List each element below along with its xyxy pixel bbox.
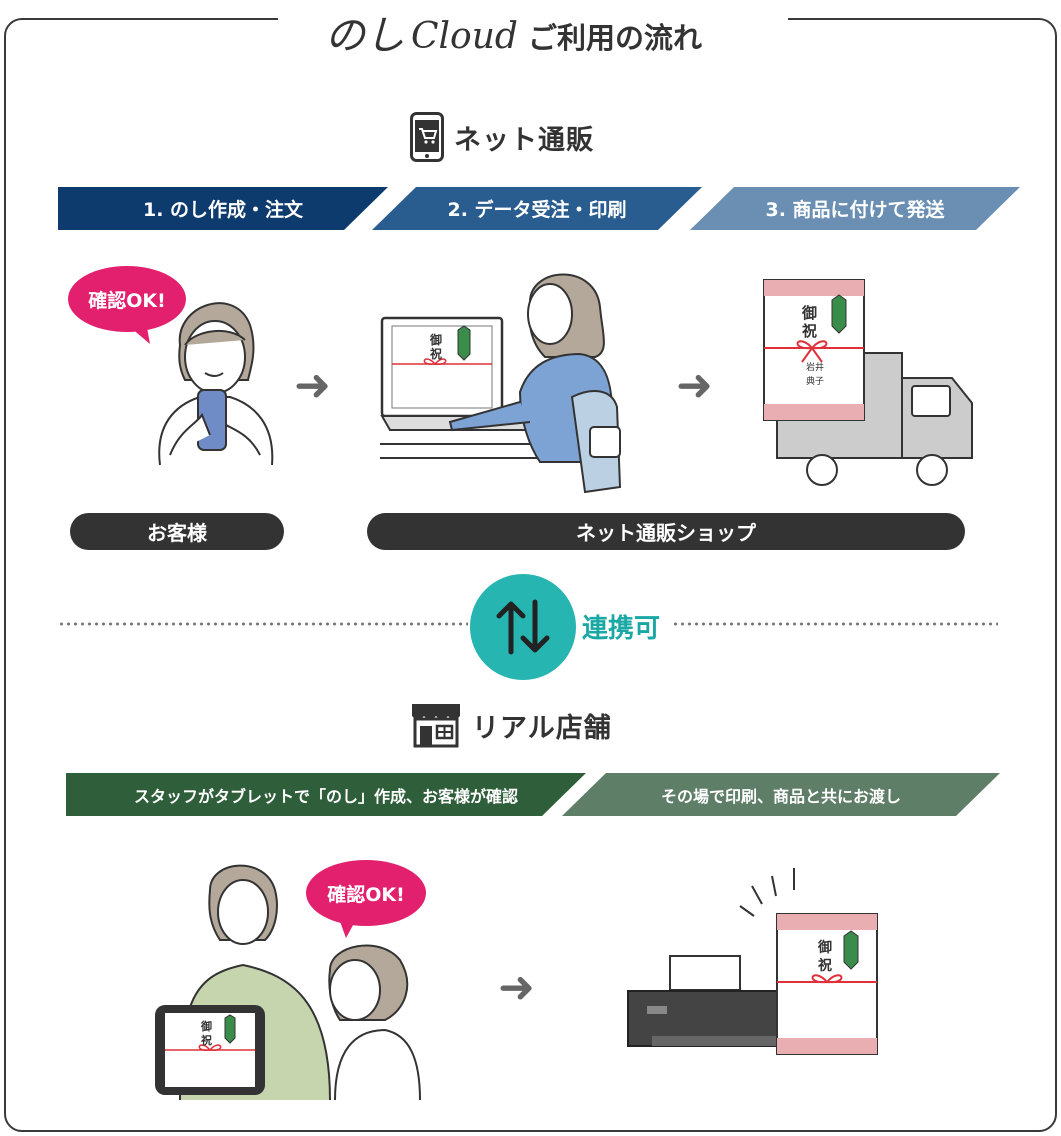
shop-illustration: 御 祝 (380, 273, 622, 494)
title-gap (278, 6, 788, 34)
confirm-bubble-online: 確認OK! (68, 266, 186, 332)
customer-pill: お客様 (70, 513, 284, 550)
store-step-1: スタッフがタブレットで「のし」作成、お客様が確認 (66, 773, 586, 816)
store-step-label: その場で印刷、商品と共にお渡し (660, 786, 901, 806)
title-text: ご利用の流れ (527, 21, 702, 55)
printer-illustration: 御 祝 (627, 868, 878, 1055)
confirm-bubble-store: 確認OK! (306, 860, 426, 926)
svg-text:祝: 祝 (818, 957, 832, 974)
customer-label: お客様 (147, 521, 207, 545)
online-step-2: 2. データ受注・印刷 (372, 187, 702, 230)
svg-text:御: 御 (429, 332, 442, 347)
svg-text:祝: 祝 (201, 1033, 212, 1047)
store-heading: リアル店舗 (410, 702, 612, 748)
online-step-3: 3. 商品に付けて発送 (690, 187, 1020, 230)
shop-label: ネット通販ショップ (576, 521, 756, 545)
svg-text:祝: 祝 (802, 322, 817, 340)
online-step-label: 2. データ受注・印刷 (447, 199, 627, 221)
shop-pill: ネット通販ショップ (367, 513, 965, 550)
arrow-right-3: ➜ (498, 962, 535, 1013)
svg-text:御: 御 (801, 304, 817, 322)
truck-illustration: 御 祝 岩井 典子 (763, 279, 973, 486)
svg-text:祝: 祝 (430, 346, 442, 361)
svg-text:御: 御 (200, 1019, 212, 1033)
store-step-2: その場で印刷、商品と共にお渡し (562, 773, 1000, 816)
confirm-bubble-text: 確認OK! (327, 883, 405, 906)
bubble-tail (124, 322, 150, 344)
logo-cloud: Cloud (411, 15, 518, 57)
store-heading-text: リアル店舗 (472, 712, 612, 744)
smartphone-cart-icon (410, 112, 444, 162)
svg-text:岩井: 岩井 (806, 361, 824, 373)
online-heading-text: ネット通販 (454, 124, 594, 156)
customer-illustration (158, 302, 274, 466)
svg-text:典子: 典子 (806, 375, 824, 387)
svg-text:御: 御 (817, 939, 832, 956)
confirm-bubble-text: 確認OK! (88, 289, 166, 312)
page-title: のし Cloud ご利用の流れ (325, 0, 702, 72)
arrow-right-1: ➜ (294, 360, 331, 411)
online-step-label: 3. 商品に付けて発送 (765, 199, 945, 221)
online-step-1: 1. のし作成・注文 (58, 187, 388, 230)
logo-noshi: のし (325, 13, 405, 59)
online-step-label: 1. のし作成・注文 (142, 199, 304, 221)
sync-circle (470, 574, 576, 680)
dotted-divider-left (58, 622, 468, 626)
staff-customer-illustration: 御 祝 (155, 864, 421, 1100)
storefront-icon (412, 704, 460, 748)
arrow-right-2: ➜ (676, 360, 713, 411)
dotted-divider-right (672, 622, 998, 626)
store-step-label: スタッフがタブレットで「のし」作成、お客様が確認 (133, 786, 518, 806)
up-down-arrows-icon (496, 599, 550, 655)
link-label: 連携可 (582, 614, 661, 644)
bubble-tail (338, 916, 358, 938)
online-heading: ネット通販 (410, 112, 594, 162)
